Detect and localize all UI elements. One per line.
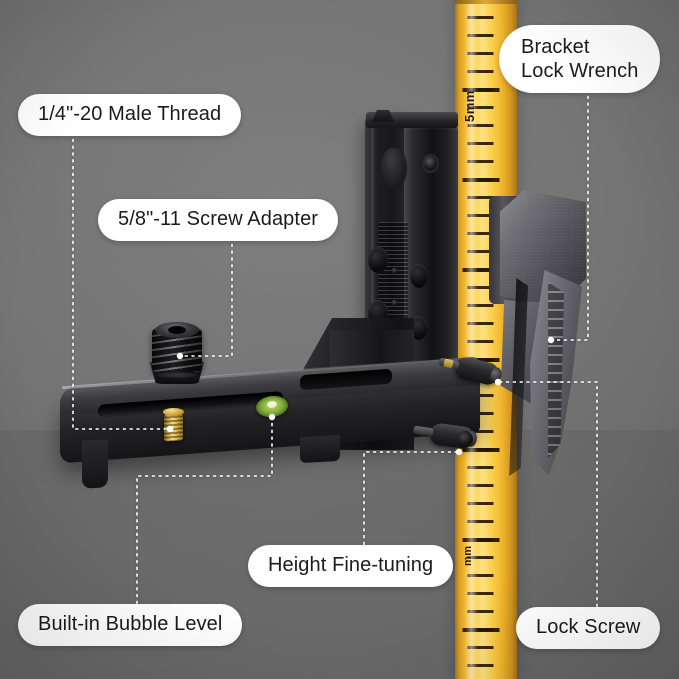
label-lock-screw: Lock Screw <box>516 607 661 649</box>
bracket-side-boss <box>381 148 407 188</box>
fine-tuning-knob-bore <box>457 431 473 447</box>
lock-screw-brass-collar <box>443 358 454 369</box>
lock-screw-tip <box>488 366 504 385</box>
bracket-pin-2 <box>392 300 397 305</box>
bracket-pin-1 <box>392 268 397 273</box>
bracket-hole-1 <box>368 247 388 273</box>
label-bracket-lock-wrench: Bracket Lock Wrench <box>499 25 661 93</box>
plate-foot-left <box>82 439 108 489</box>
label-five-eighths-screw-adapter: 5/8"-11 Screw Adapter <box>98 199 339 241</box>
plate-foot-center <box>300 434 340 464</box>
bracket-eyelet <box>424 156 437 171</box>
pole-top-cap <box>455 0 517 4</box>
bracket-top-notch <box>372 110 394 122</box>
label-height-fine-tuning: Height Fine-tuning <box>248 545 454 587</box>
brass-screw-head <box>163 408 184 416</box>
label-quarter-twenty-male-thread: 1/4"-20 Male Thread <box>18 94 242 136</box>
bracket-hole-3 <box>410 264 428 288</box>
bracket-hole-4 <box>410 316 428 340</box>
label-built-in-bubble-level: Built-in Bubble Level <box>18 604 243 646</box>
adapter-bore <box>168 326 186 334</box>
